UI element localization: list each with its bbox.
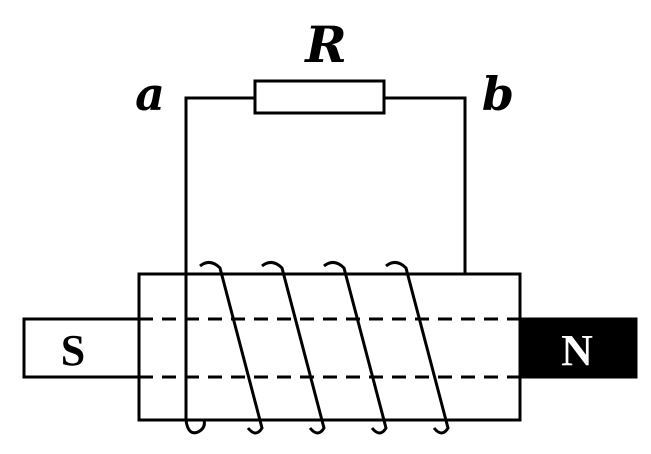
label-n: N xyxy=(561,326,593,375)
magnet-north-end xyxy=(518,317,638,379)
label-a: a xyxy=(135,67,165,121)
coil-turn-2 xyxy=(261,261,326,435)
coil-windings xyxy=(184,261,450,435)
coil-turn-1 xyxy=(199,261,264,435)
magnet-south-end xyxy=(22,317,141,379)
label-b: b xyxy=(482,67,514,121)
coil-lead-left xyxy=(184,419,206,435)
wire-a xyxy=(184,96,255,420)
coil-turn-4 xyxy=(385,261,450,435)
resistor xyxy=(253,79,386,115)
coil-tube xyxy=(137,272,522,422)
coil-turn-3 xyxy=(323,261,388,435)
wire-b xyxy=(384,96,467,274)
label-s: S xyxy=(61,326,85,375)
label-r: R xyxy=(303,15,347,74)
